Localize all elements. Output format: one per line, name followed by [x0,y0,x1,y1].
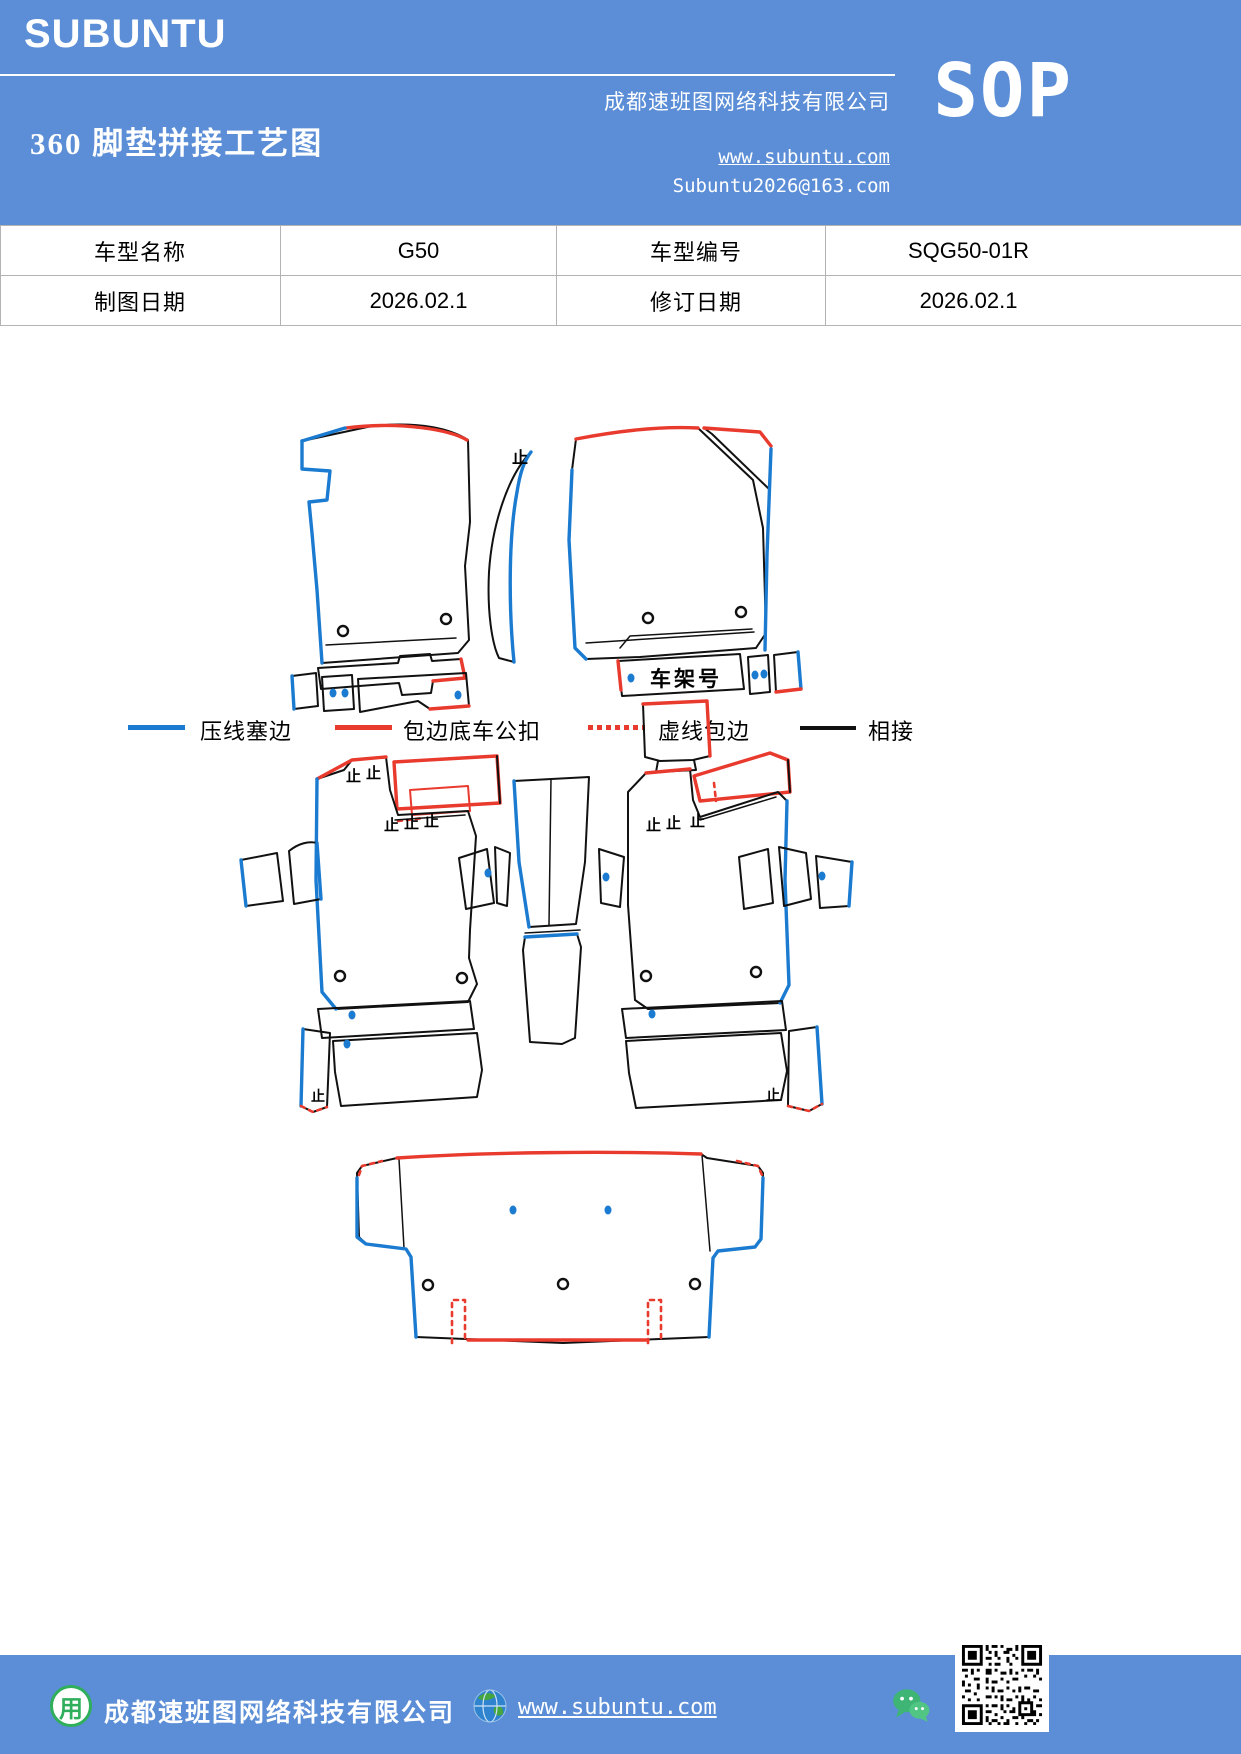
rear-left-strips: 止 [299,1000,483,1114]
legend-label-black: 相接 [868,719,915,744]
center-rear-heel-piece [641,699,712,773]
stop-mark: 止 [666,814,681,832]
pattern-diagram: 止 车架号 [239,423,854,1345]
legend-label-blue: 压线塞边 [200,719,293,744]
table-row: 制图日期 2026.02.1 修订日期 2026.02.1 [0,275,1241,326]
brand-logo: SUBUNTU [24,12,227,56]
tunnel-runner [512,776,590,1045]
header: SUBUNTU 360 脚垫拼接工艺图 SOP 成都速班图网络科技有限公司 ww… [0,0,1241,225]
footer-company: 成都速班图网络科技有限公司 [104,1700,456,1727]
wechat-icon [893,1689,930,1722]
legend-line-blue [128,725,185,730]
right-side-wings [598,846,854,910]
front-right-mat [567,425,773,661]
footer-website-link[interactable]: www.subuntu.com [518,1695,717,1720]
draw-date-label: 制图日期 [0,275,281,326]
info-table: 车型名称 G50 车型编号 SQG50-01R 制图日期 2026.02.1 修… [0,225,1241,326]
company-name: 成都速班图网络科技有限公司 [604,90,890,114]
table-row: 车型名称 G50 车型编号 SQG50-01R [0,225,1241,276]
stop-mark: 止 [404,814,419,832]
footer: 用 成都速班图网络科技有限公司 www.subuntu.com [0,1655,1241,1754]
front-left-sill-strips [290,653,471,713]
stop-mark: 止 [311,1088,325,1104]
rear-right-strips: 止 [621,1000,824,1113]
page-title: 360 脚垫拼接工艺图 [30,126,324,161]
email-address: Subuntu2026@163.com [672,175,890,197]
stop-mark: 止 [384,816,399,834]
draw-date-value: 2026.02.1 [280,275,557,326]
front-left-mat [300,423,471,665]
model-name-label: 车型名称 [0,225,281,276]
stop-mark: 止 [766,1087,780,1103]
stop-mark: 止 [346,767,361,785]
footer-logo-char: 用 [59,1696,83,1723]
revision-date-label: 修订日期 [556,275,826,326]
stop-mark: 止 [424,812,439,830]
stop-mark: 止 [646,816,661,834]
vin-strip-group: 车架号 [616,650,803,697]
qr-code [955,1638,1049,1732]
legend-line-red [335,725,392,730]
qr-code-image [959,1642,1045,1728]
rear-right-mat: 止 止 止 [627,751,792,1010]
legend-label-red: 包边底车公扣 [403,719,542,744]
website-link[interactable]: www.subuntu.com [718,146,890,168]
model-code-label: 车型编号 [556,225,826,276]
model-name-value: G50 [280,225,557,276]
left-side-wings [239,841,323,908]
header-contact-block: 成都速班图网络科技有限公司 www.subuntu.com Subuntu202… [490,86,890,197]
tunnel-left-wings [458,846,511,910]
stop-mark: 止 [690,812,705,830]
stop-mark: 止 [366,764,381,782]
sop-label: SOP [933,48,1073,134]
globe-icon [473,1689,507,1723]
stop-mark: 止 [512,448,528,467]
rear-left-mat: 止 止 止 止 止 [314,754,502,1011]
model-code-value: SQG50-01R [825,225,1241,276]
legend-line-dotted [588,725,645,730]
legend-label-dotted: 虚线包边 [658,719,751,744]
header-divider [0,74,895,76]
legend-line-black [800,726,856,730]
console-side-piece: 止 [487,448,533,664]
revision-date-value: 2026.02.1 [825,275,1241,326]
trunk-mat [355,1150,765,1345]
legend: 压线塞边 包边底车公扣 虚线包边 相接 [0,356,1241,744]
vin-label: 车架号 [650,667,722,691]
footer-logo-icon: 用 [50,1685,92,1727]
